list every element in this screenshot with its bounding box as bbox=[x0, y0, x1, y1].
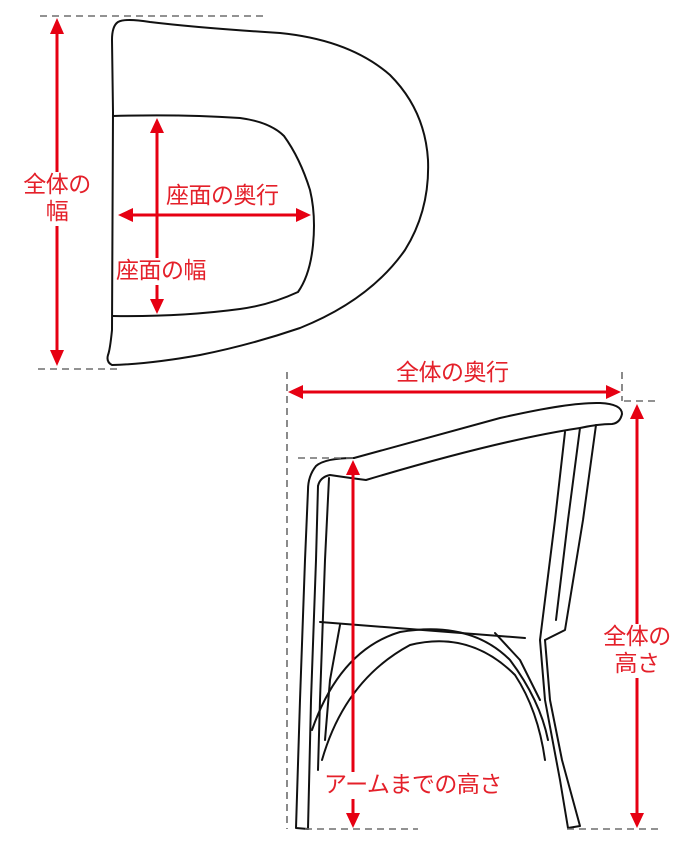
arrowhead-down-icon bbox=[150, 299, 164, 314]
arrowhead-up-icon bbox=[50, 18, 64, 34]
arrowhead-right-icon bbox=[296, 208, 311, 222]
front-leg-outline bbox=[307, 485, 319, 830]
seat-depth-label: 座面の奥行 bbox=[166, 183, 279, 209]
overall-height-label-line2: 高さ bbox=[614, 651, 661, 677]
top-view-seat-outline bbox=[112, 114, 315, 318]
back-post-inner-outline bbox=[555, 427, 581, 621]
overall-height-label-line1: 全体の bbox=[603, 624, 671, 650]
arrowhead-down-icon bbox=[50, 350, 64, 366]
arrowhead-up-icon bbox=[630, 404, 644, 419]
back-post-outline bbox=[539, 431, 581, 829]
seat-width-label: 座面の幅 bbox=[116, 258, 207, 285]
overall-depth-label: 全体の奥行 bbox=[396, 360, 509, 386]
arrowhead-left-icon bbox=[118, 208, 133, 222]
overall-height-label: 全体の 高さ bbox=[599, 624, 675, 678]
arch-inner-outline bbox=[321, 640, 546, 761]
armrest-front-outline bbox=[295, 457, 355, 830]
overall-width-label-line1: 全体の bbox=[23, 172, 91, 198]
dimension-arrows bbox=[50, 18, 644, 828]
overall-width-label: 全体の 幅 bbox=[20, 172, 94, 226]
front-leg-inner-outline bbox=[317, 477, 330, 771]
arrowhead-up-icon bbox=[150, 118, 164, 133]
arrowhead-down-icon bbox=[630, 813, 644, 828]
top-view-chair bbox=[106, 19, 430, 366]
arrowhead-down-icon bbox=[346, 813, 360, 828]
arm-height-label: アームまでの高さ bbox=[324, 772, 502, 799]
top-view-outer-outline bbox=[106, 19, 430, 366]
arch-outer-outline bbox=[311, 628, 549, 741]
back-post-rear-outline bbox=[544, 424, 597, 641]
arrowhead-right-icon bbox=[606, 385, 621, 399]
arrowhead-up-icon bbox=[346, 460, 360, 475]
overall-width-label-line2: 幅 bbox=[45, 199, 69, 225]
arrowhead-left-icon bbox=[288, 385, 303, 399]
armrest-outline bbox=[317, 401, 623, 487]
arch-brace-right bbox=[494, 632, 541, 701]
guides bbox=[38, 15, 660, 830]
arch-brace-left bbox=[324, 624, 341, 741]
side-view-chair bbox=[295, 401, 623, 830]
